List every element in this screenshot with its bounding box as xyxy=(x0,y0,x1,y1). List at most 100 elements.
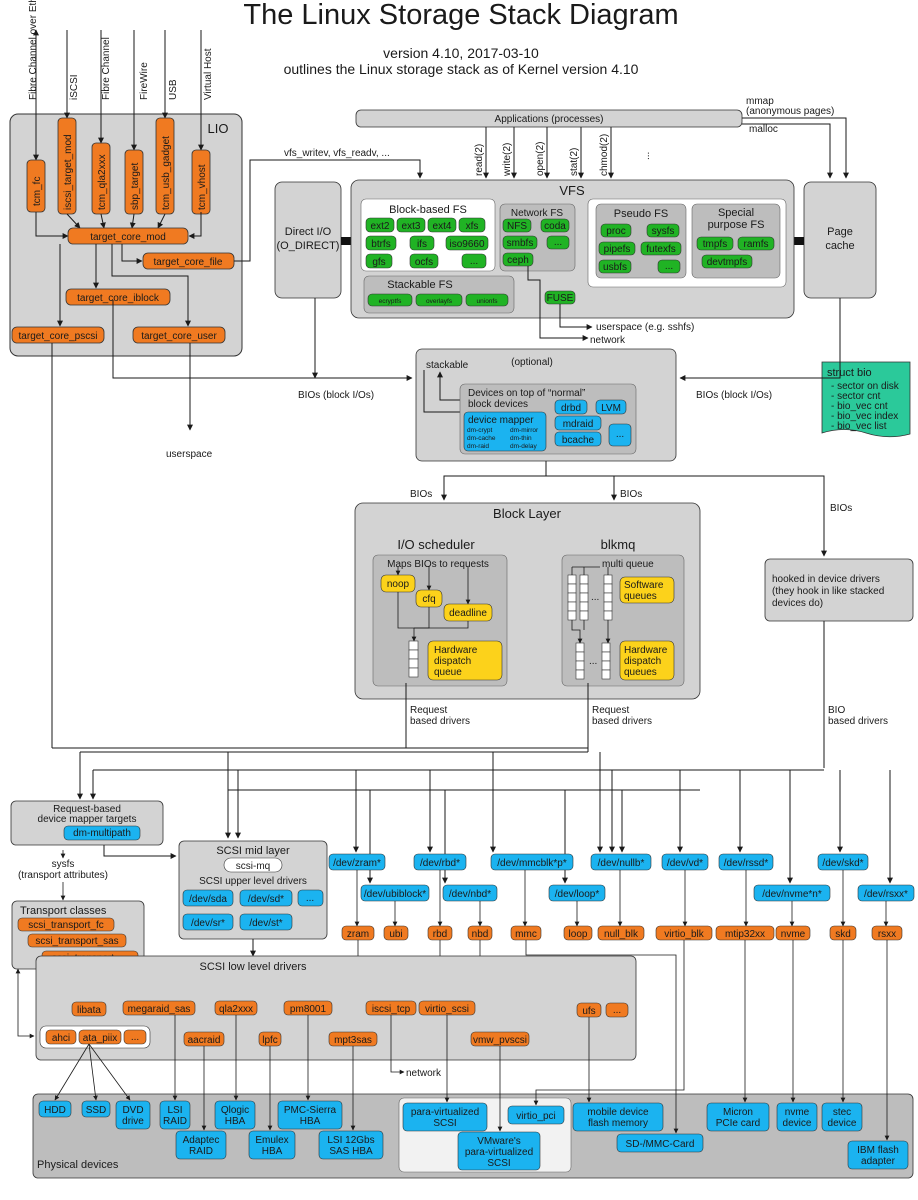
devices-on-top-box: (optional) stackable Devices on top of “… xyxy=(415,348,677,462)
fs-gfs: gfs xyxy=(365,253,393,269)
driver-mtip32xx: mtip32xx xyxy=(715,925,775,941)
hw-dispatch-queue-stack xyxy=(408,640,419,678)
syscall-stat: stat(2) xyxy=(569,148,580,176)
svg-text:target_core_file: target_core_file xyxy=(154,257,223,268)
svg-text:Block-based FS: Block-based FS xyxy=(389,204,467,216)
svg-text:SAS HBA: SAS HBA xyxy=(329,1146,373,1157)
svg-text:Emulex: Emulex xyxy=(255,1135,288,1146)
svg-text:- bio_vec cnt: - bio_vec cnt xyxy=(831,401,888,412)
svg-text:ext2: ext2 xyxy=(371,221,390,232)
phys-hdd: HDD xyxy=(38,1100,72,1118)
svg-text:zram: zram xyxy=(347,929,369,940)
svg-text:SSD: SSD xyxy=(86,1105,107,1116)
driver-mmc: mmc xyxy=(510,925,542,941)
svg-text:SD-/MMC-Card: SD-/MMC-Card xyxy=(626,1139,695,1150)
svg-text:target_core_mod: target_core_mod xyxy=(90,232,166,243)
svg-text:dispatch: dispatch xyxy=(434,656,471,667)
svg-text:target_core_user: target_core_user xyxy=(141,331,217,342)
svg-text:mobile device: mobile device xyxy=(587,1107,649,1118)
svg-text:dm-thin: dm-thin xyxy=(510,435,532,442)
svg-text:ext3: ext3 xyxy=(402,221,421,232)
software-queue-stacks xyxy=(567,574,613,680)
svg-text:RAID: RAID xyxy=(189,1146,213,1157)
device-bcache: bcache xyxy=(554,431,602,447)
svg-text:mdraid: mdraid xyxy=(563,419,594,430)
fs-ecryptfs: ecryptfs xyxy=(367,293,413,307)
svg-text:(O_DIRECT): (O_DIRECT) xyxy=(277,240,340,252)
svg-text:block devices: block devices xyxy=(468,399,528,410)
request-based-label-2a: Request xyxy=(592,705,629,716)
device-mapper-box: device mapper dm-crypt dm-mirror dm-cach… xyxy=(463,411,547,452)
syscall-open: open(2) xyxy=(535,142,546,176)
driver-nvme: nvme xyxy=(775,925,811,941)
syscall-write: write(2) xyxy=(502,143,513,177)
svg-text:devtmpfs: devtmpfs xyxy=(707,257,748,268)
svg-text:vmw_pvscsi: vmw_pvscsi xyxy=(473,1035,527,1046)
svg-text:/dev/sda: /dev/sda xyxy=(189,894,227,905)
svg-text:target_core_pscsi: target_core_pscsi xyxy=(19,331,98,342)
applications-bar: Applications (processes) xyxy=(355,109,743,128)
svg-text:HBA: HBA xyxy=(225,1116,246,1127)
phys-virtio-pci: virtio_pci xyxy=(507,1105,565,1125)
svg-text:bcache: bcache xyxy=(562,435,595,446)
svg-text:Transport classes: Transport classes xyxy=(20,905,107,917)
svg-text:/dev/nullb*: /dev/nullb* xyxy=(598,858,645,869)
fs-sysfs: sysfs xyxy=(646,223,680,238)
fs-proc: proc xyxy=(600,223,632,238)
fs-ocfs: ocfs xyxy=(409,253,439,269)
svg-text:Physical devices: Physical devices xyxy=(37,1159,119,1171)
scsi-dev-sda: /dev/sda xyxy=(182,889,234,907)
device-more: ... xyxy=(608,423,632,447)
scheduler-deadline: deadline xyxy=(443,603,493,622)
fs-block-more: ... xyxy=(461,253,487,269)
lio-input-fc: Fibre Channel xyxy=(101,37,112,100)
diagram-title: The Linux Storage Stack Diagram xyxy=(243,0,678,31)
fs-tmpfs: tmpfs xyxy=(696,236,734,251)
fabric-module-iscsi-target-mod: iscsi_target_mod xyxy=(57,117,77,215)
fabric-module-tcm-usb-gadget: tcm_usb_gadget xyxy=(155,117,175,215)
svg-text:qla2xxx: qla2xxx xyxy=(219,1004,253,1015)
scsi-dev-more: ... xyxy=(297,889,324,907)
dev-skd: /dev/skd* xyxy=(817,853,869,871)
svg-text:stackable: stackable xyxy=(426,360,469,371)
syscall-more: ... xyxy=(641,152,652,160)
struct-bio-note: struct bio - sector on disk - sector cnt… xyxy=(821,361,911,438)
svg-text:...: ... xyxy=(131,1032,139,1043)
syscall-read: read(2) xyxy=(474,144,485,176)
fs-ext4: ext4 xyxy=(427,217,457,233)
lld-ufs: ufs xyxy=(576,1002,602,1018)
vfs-box: VFS Block-based FS ext2 ext3 ext4 xfs bt… xyxy=(350,179,795,319)
svg-text:cfq: cfq xyxy=(422,594,435,605)
svg-text:SCSI: SCSI xyxy=(487,1158,510,1169)
svg-text:btrfs: btrfs xyxy=(371,239,390,250)
driver-rbd: rbd xyxy=(427,925,453,941)
fs-ext2: ext2 xyxy=(365,217,395,233)
lio-input-iscsi: iSCSI xyxy=(69,74,80,100)
svg-text:xfs: xfs xyxy=(466,221,479,232)
vfs-calls-label: vfs_writev, vfs_readv, ... xyxy=(284,148,390,159)
svg-text:- bio_vec list: - bio_vec list xyxy=(831,421,887,432)
lld-pm8001: pm8001 xyxy=(283,1000,333,1016)
svg-text:PMC-Sierra: PMC-Sierra xyxy=(284,1105,337,1116)
fs-pseudo-more: ... xyxy=(657,259,681,274)
lio-input-firewire: FireWire xyxy=(139,62,150,100)
svg-text:device: device xyxy=(783,1118,812,1129)
svg-text:usbfs: usbfs xyxy=(603,262,627,273)
lio-section: LIO Fibre Channel over Ethernet iSCSI Fi… xyxy=(9,0,423,357)
fabric-module-tcm-qla2xxx: tcm_qla2xxx xyxy=(91,142,111,215)
transport-sas: scsi_transport_sas xyxy=(27,933,127,948)
mmap-label: mmap xyxy=(746,96,774,107)
svg-text:pm8001: pm8001 xyxy=(290,1004,327,1015)
fs-pipefs: pipefs xyxy=(598,241,636,256)
svg-text:dm-multipath: dm-multipath xyxy=(73,828,131,839)
svg-text:dm-delay: dm-delay xyxy=(510,443,537,450)
dm-multipath-item: dm-multipath xyxy=(63,825,141,841)
svg-text:scsi_transport_fc: scsi_transport_fc xyxy=(28,920,104,931)
stackable-fs-group: Stackable FS ecryptfs overlayfs unionfs xyxy=(363,275,515,314)
svg-text:(they hook in like stacked: (they hook in like stacked xyxy=(772,586,884,597)
io-scheduler-box: Maps BIOs to requests noop cfq deadline … xyxy=(372,554,508,687)
svg-text:...: ... xyxy=(591,592,599,603)
